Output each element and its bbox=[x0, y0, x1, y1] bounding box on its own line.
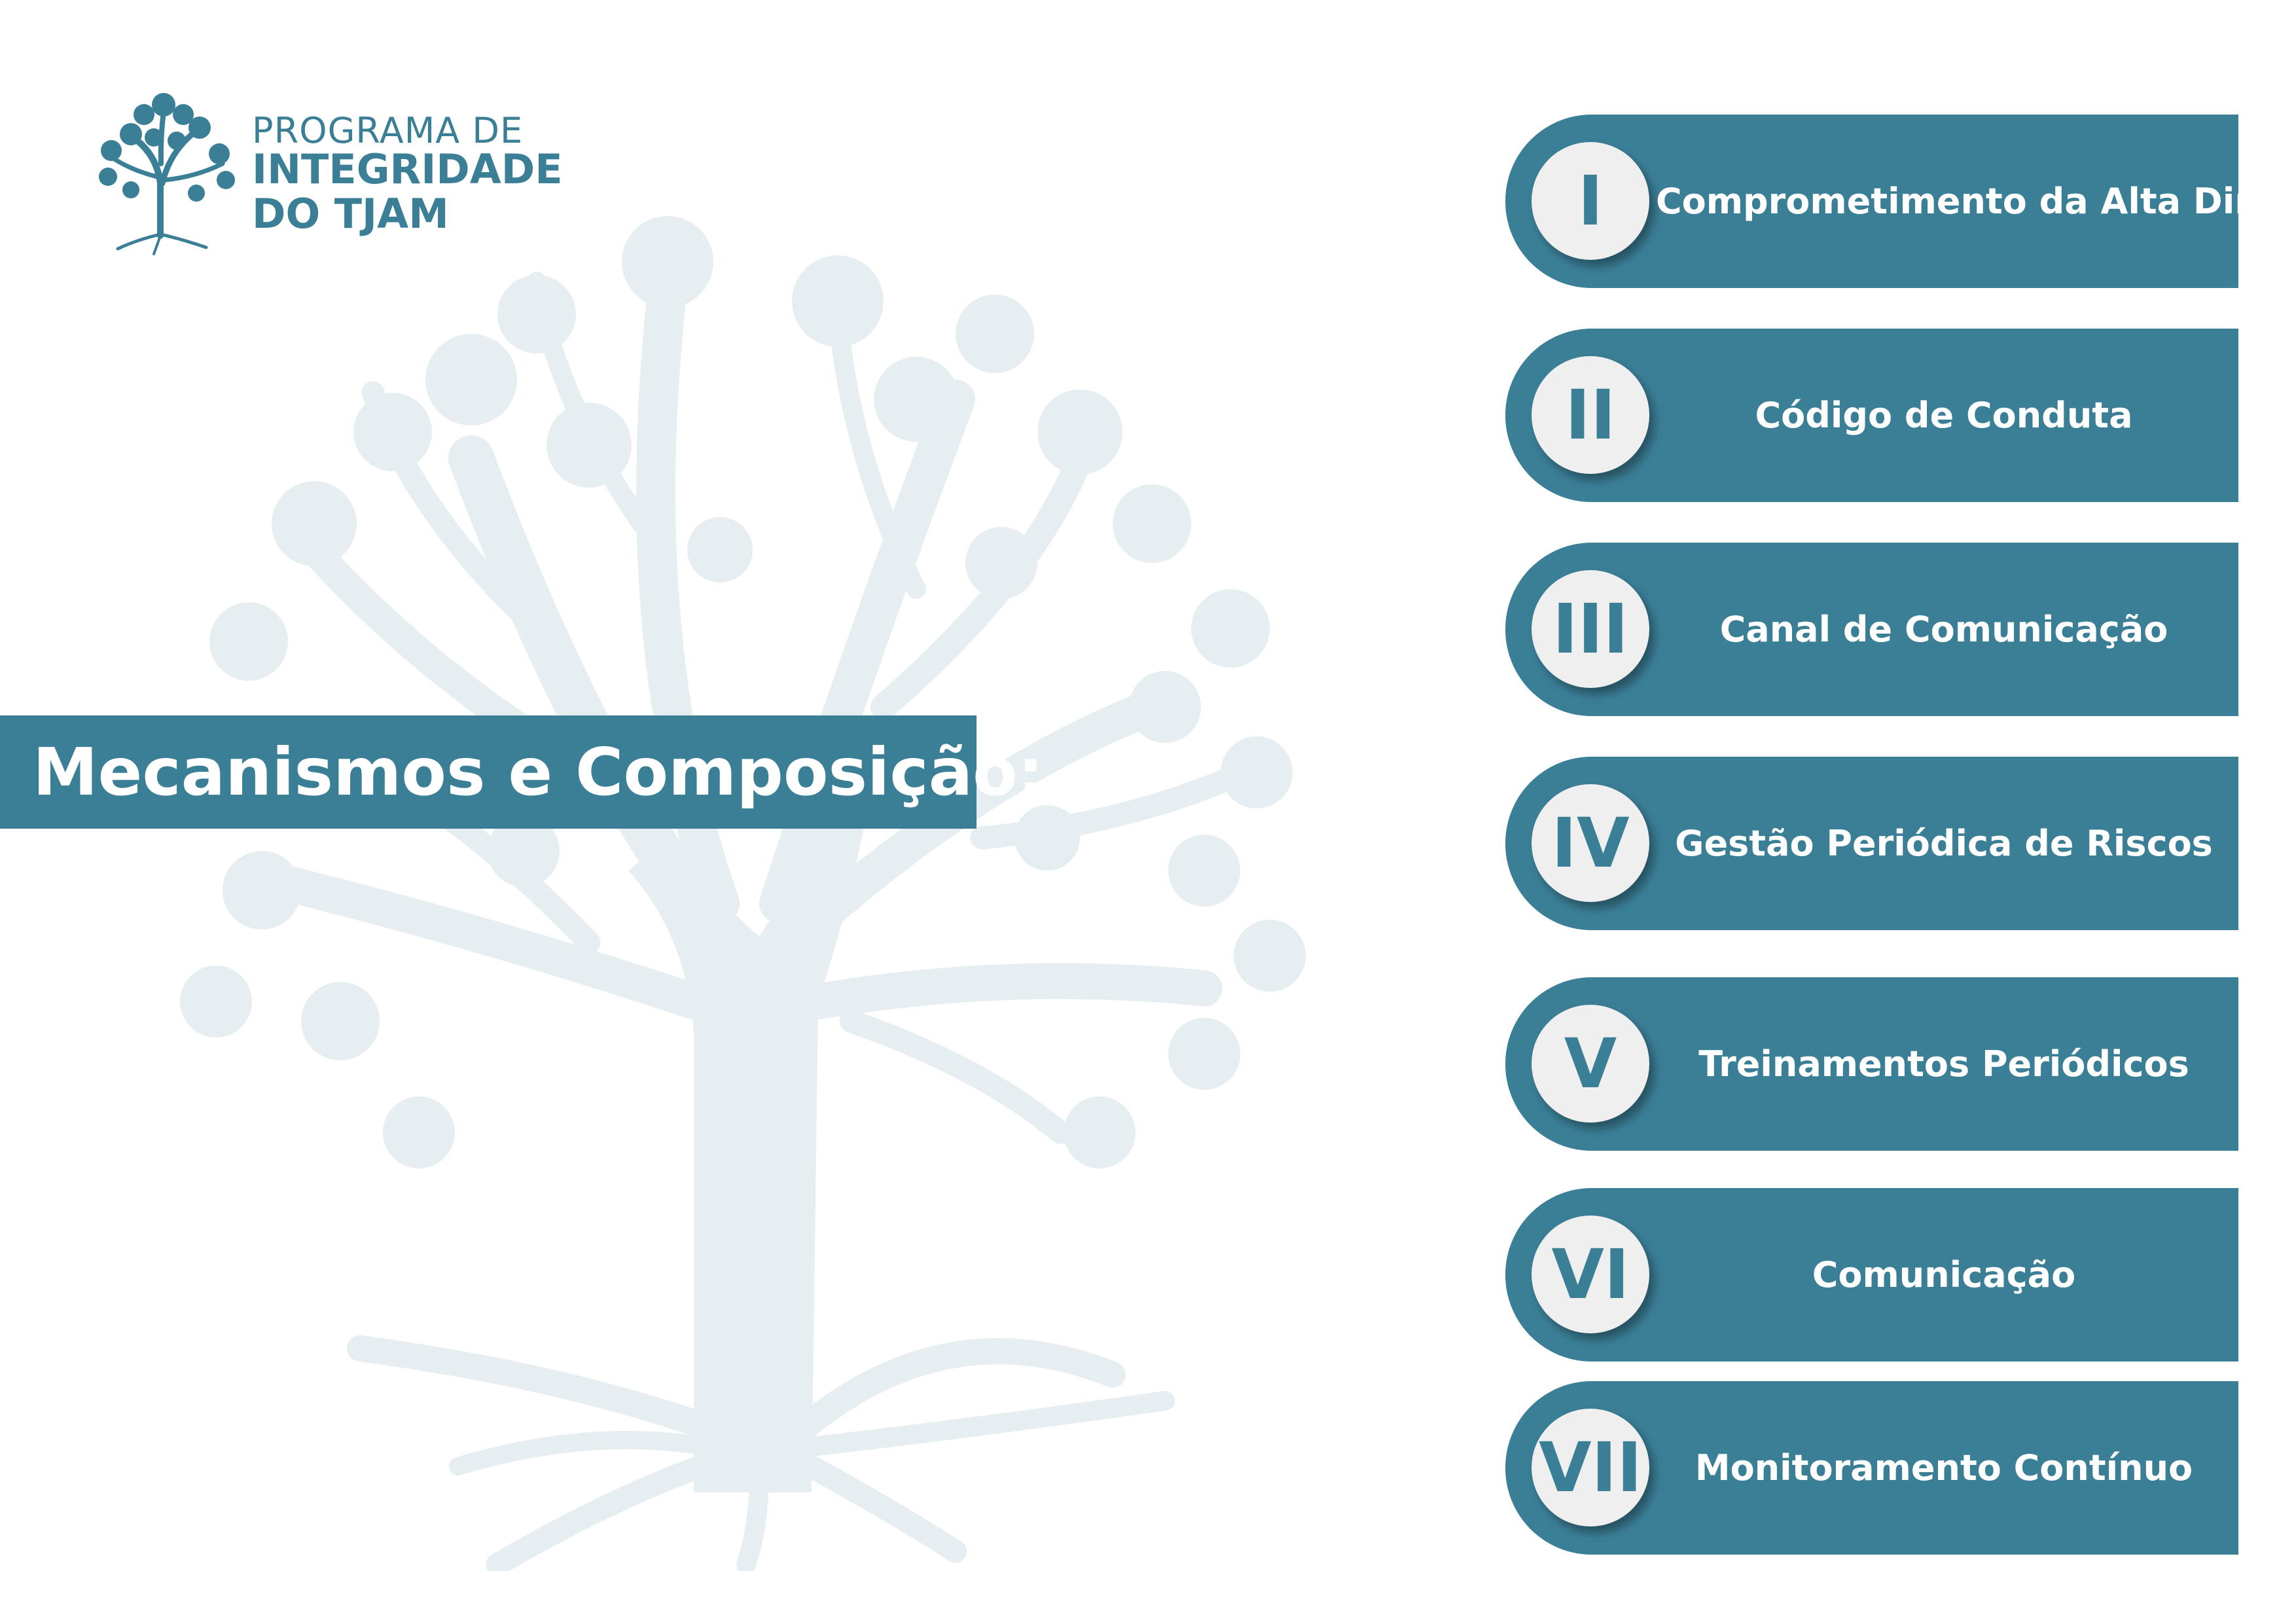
mechanism-label: Comprometimento da Alta Direção bbox=[1656, 181, 2296, 222]
numeral-badge: II bbox=[1532, 356, 1649, 474]
numeral-badge: I bbox=[1532, 142, 1649, 260]
numeral-badge: IV bbox=[1532, 784, 1649, 902]
program-logo: PROGRAMA DE INTEGRIDADE DO TJAM bbox=[92, 85, 563, 262]
mechanism-item-3: III Canal de Comunicação bbox=[1505, 543, 2238, 716]
tree-watermark bbox=[160, 216, 1306, 1571]
tree-icon bbox=[99, 93, 235, 255]
numeral-badge: VII bbox=[1532, 1409, 1649, 1526]
logo-text-line1: PROGRAMA DE bbox=[252, 110, 524, 151]
logo-text-line2: INTEGRIDADE bbox=[252, 145, 563, 193]
mechanism-item-5: V Treinamentos Periódicos bbox=[1505, 977, 2238, 1151]
mechanism-item-2: II Código de Conduta bbox=[1505, 329, 2238, 502]
title-banner: Mecanismos e Composição: bbox=[0, 715, 1044, 829]
numeral-badge: III bbox=[1532, 570, 1649, 688]
mechanism-item-1: I Comprometimento da Alta Direção bbox=[1505, 115, 2296, 288]
mechanism-label: Comunicação bbox=[1812, 1254, 2076, 1295]
mechanism-item-6: VI Comunicação bbox=[1505, 1188, 2238, 1362]
numeral-badge: V bbox=[1532, 1005, 1649, 1123]
mechanism-label: Treinamentos Periódicos bbox=[1698, 1043, 2189, 1085]
mechanism-label: Canal de Comunicação bbox=[1719, 609, 2168, 650]
page-title: Mecanismos e Composição: bbox=[33, 734, 1044, 810]
logo-text-line3: DO TJAM bbox=[252, 190, 449, 238]
mechanism-label: Código de Conduta bbox=[1755, 395, 2133, 436]
numeral-badge: VI bbox=[1532, 1216, 1649, 1333]
mechanism-label: Gestão Periódica de Riscos bbox=[1675, 823, 2213, 864]
mechanism-item-4: IV Gestão Periódica de Riscos bbox=[1505, 757, 2238, 930]
mechanism-item-7: VII Monitoramento Contínuo bbox=[1505, 1381, 2238, 1555]
mechanism-label: Monitoramento Contínuo bbox=[1695, 1447, 2193, 1489]
